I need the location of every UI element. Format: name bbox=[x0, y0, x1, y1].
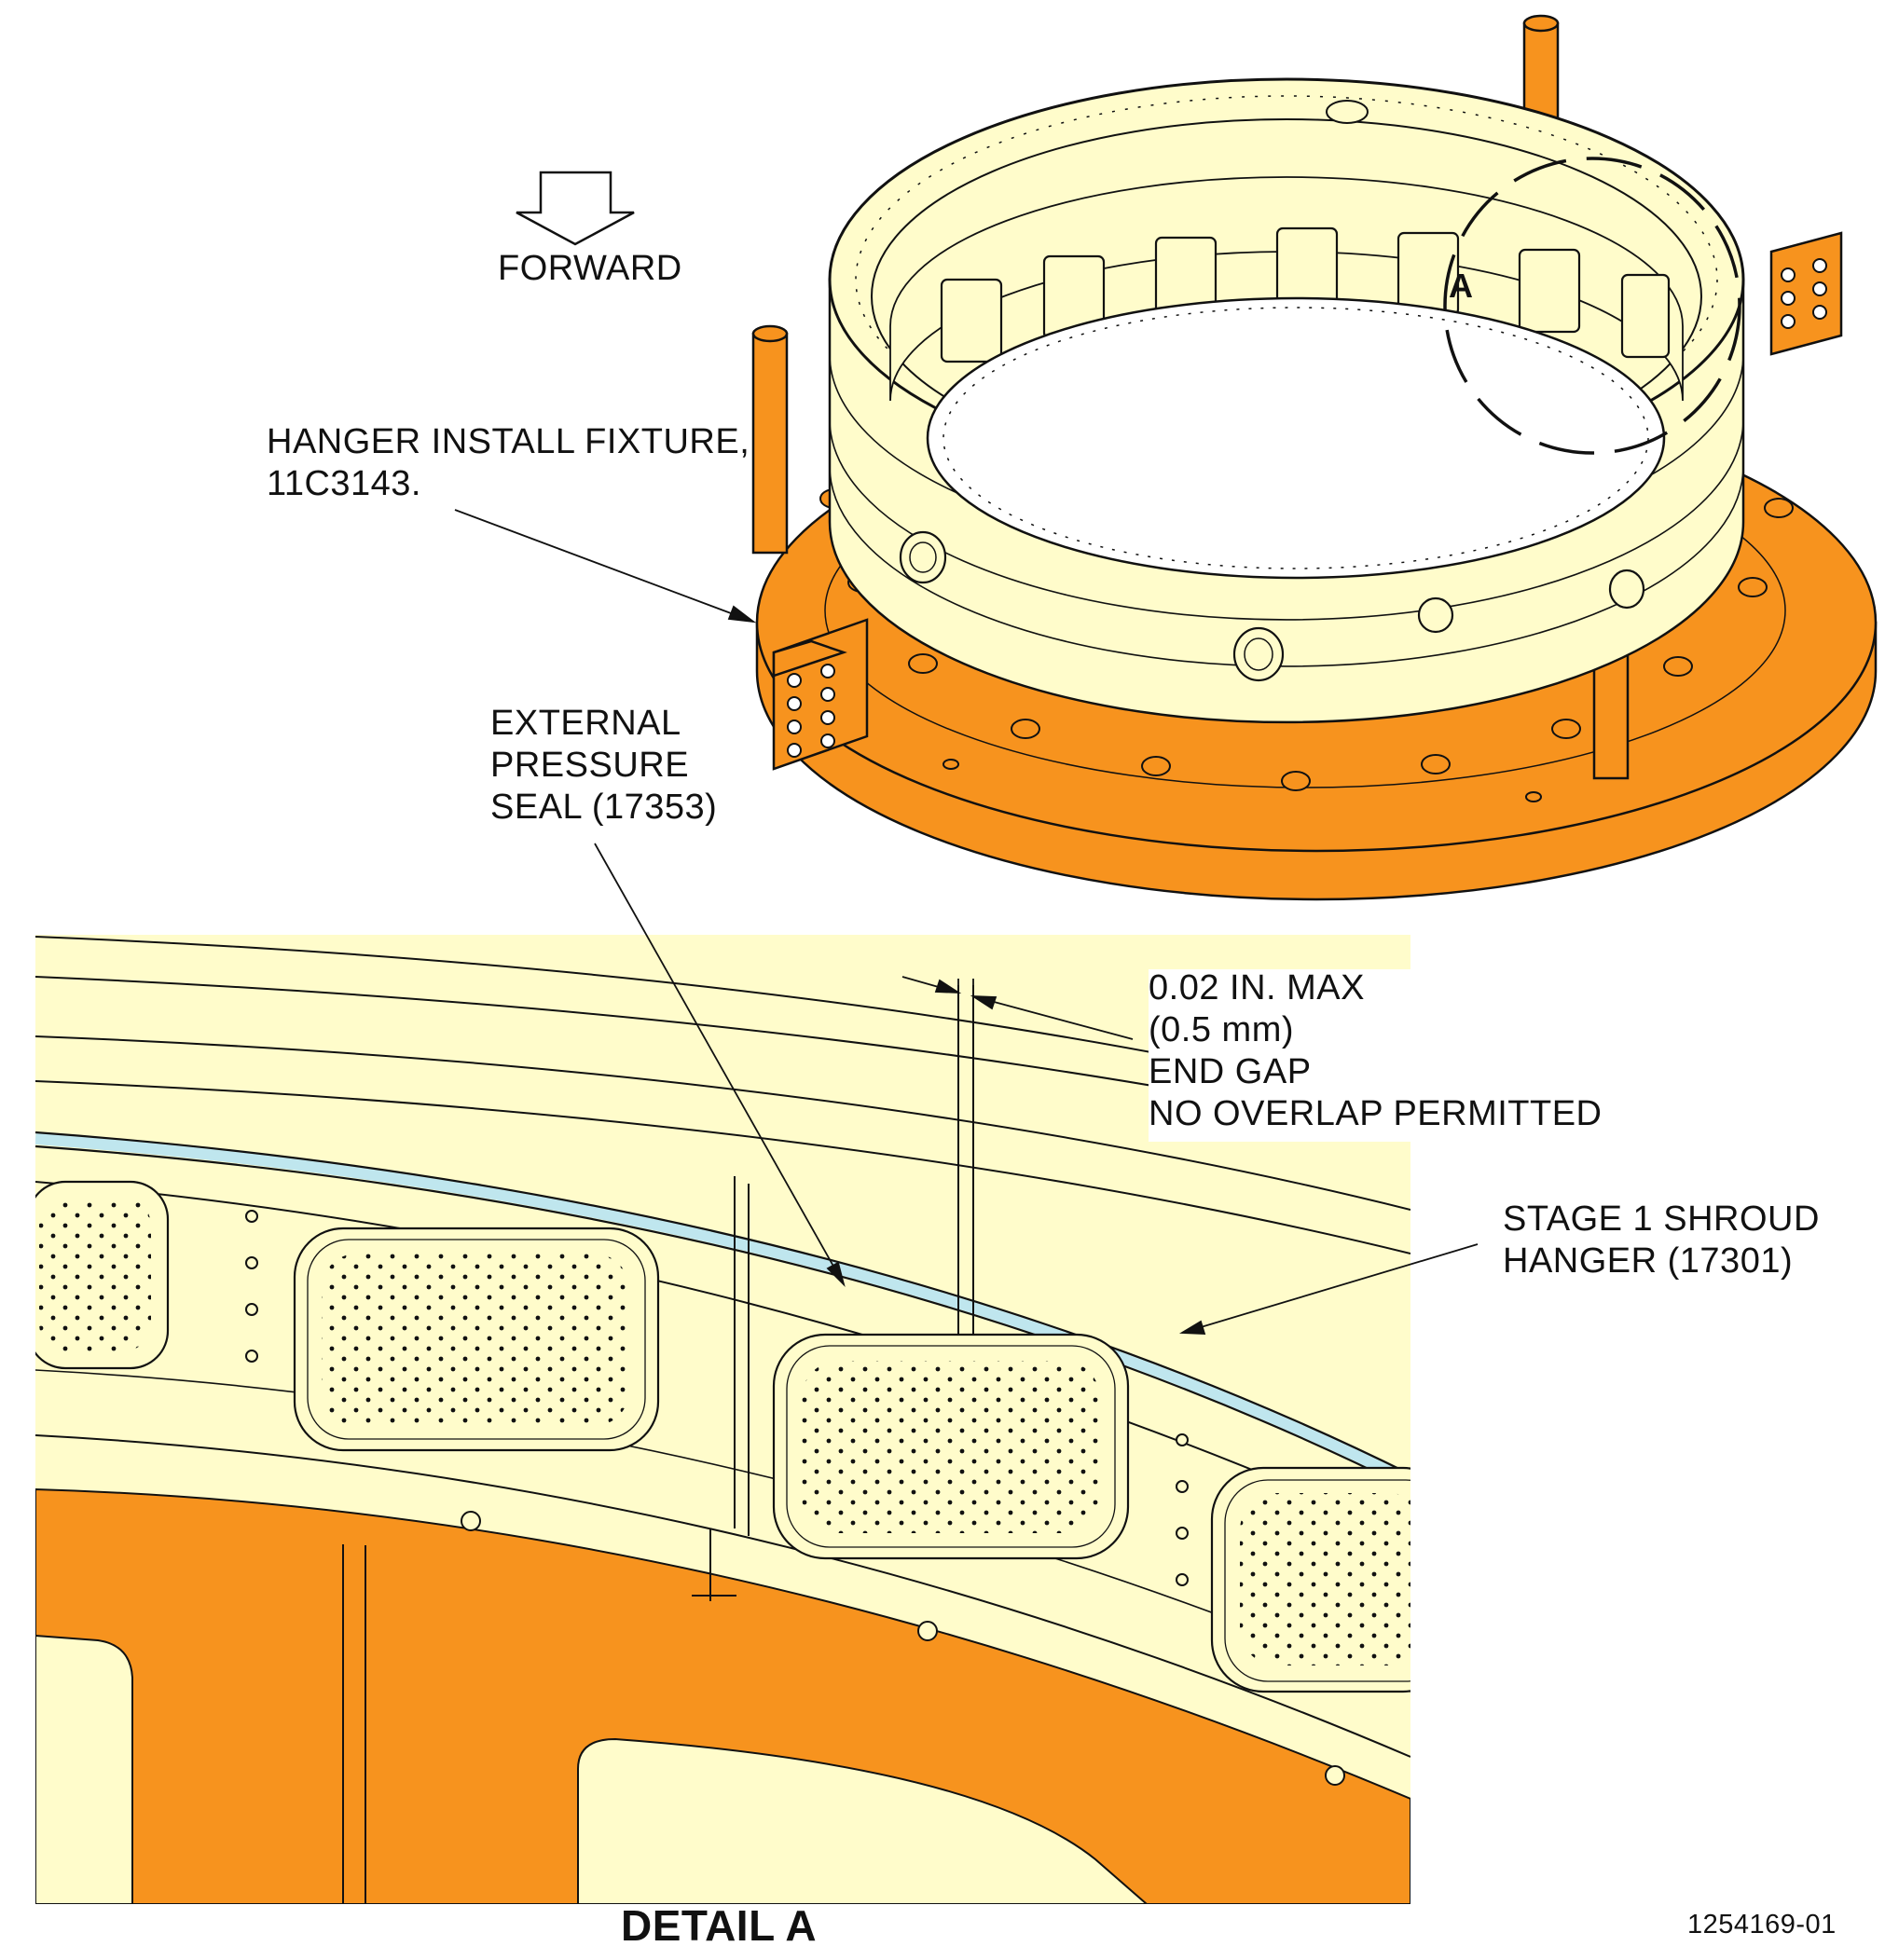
hanger-callout-line-2: HANGER (17301) bbox=[1503, 1241, 1794, 1281]
fixture-assembly-view bbox=[454, 14, 1878, 901]
hanger-callout: STAGE 1 SHROUD HANGER (17301) bbox=[1503, 1199, 1820, 1282]
forward-arrow-icon bbox=[516, 171, 635, 246]
gap-label-knockout bbox=[1149, 969, 1428, 1142]
gap-callout-line-3: END GAP bbox=[1149, 1052, 1312, 1091]
gap-callout-line-2: (0.5 mm) bbox=[1149, 1010, 1294, 1049]
detail-a-letter: A bbox=[1449, 267, 1474, 305]
detail-title: DETAIL A bbox=[621, 1901, 818, 1950]
fixture-callout-line-1: HANGER INSTALL FIXTURE, bbox=[267, 422, 750, 461]
seal-callout: EXTERNAL PRESSURE SEAL (17353) bbox=[490, 703, 717, 829]
detail-a-callout-circle bbox=[1443, 157, 1741, 455]
gap-callout-line-4: NO OVERLAP PERMITTED bbox=[1149, 1094, 1603, 1133]
fixture-callout-line-2: 11C3143. bbox=[267, 464, 421, 503]
fixture-callout: HANGER INSTALL FIXTURE, 11C3143. bbox=[267, 421, 750, 505]
end-gap-dimension bbox=[901, 976, 1134, 1300]
hanger-callout-line-1: STAGE 1 SHROUD bbox=[1503, 1199, 1820, 1239]
seal-callout-line-1: EXTERNAL bbox=[490, 704, 681, 743]
detail-a-view bbox=[35, 935, 1410, 1904]
seal-callout-line-2: PRESSURE bbox=[490, 746, 690, 785]
figure-number: 1254169-01 bbox=[1687, 1910, 1837, 1939]
fixture-leader bbox=[454, 509, 757, 624]
gap-callout-line-1: 0.02 IN. MAX bbox=[1149, 968, 1365, 1007]
seal-leader bbox=[594, 843, 846, 1287]
hanger-leader bbox=[1178, 1243, 1479, 1335]
end-gap-callout: 0.02 IN. MAX (0.5 mm) END GAP NO OVERLAP… bbox=[1149, 967, 1603, 1135]
forward-label: FORWARD bbox=[498, 249, 682, 288]
shroud-ring bbox=[828, 77, 1745, 724]
detail-fixture-region bbox=[35, 1487, 1410, 1904]
seal-callout-line-3: SEAL (17353) bbox=[490, 788, 718, 827]
